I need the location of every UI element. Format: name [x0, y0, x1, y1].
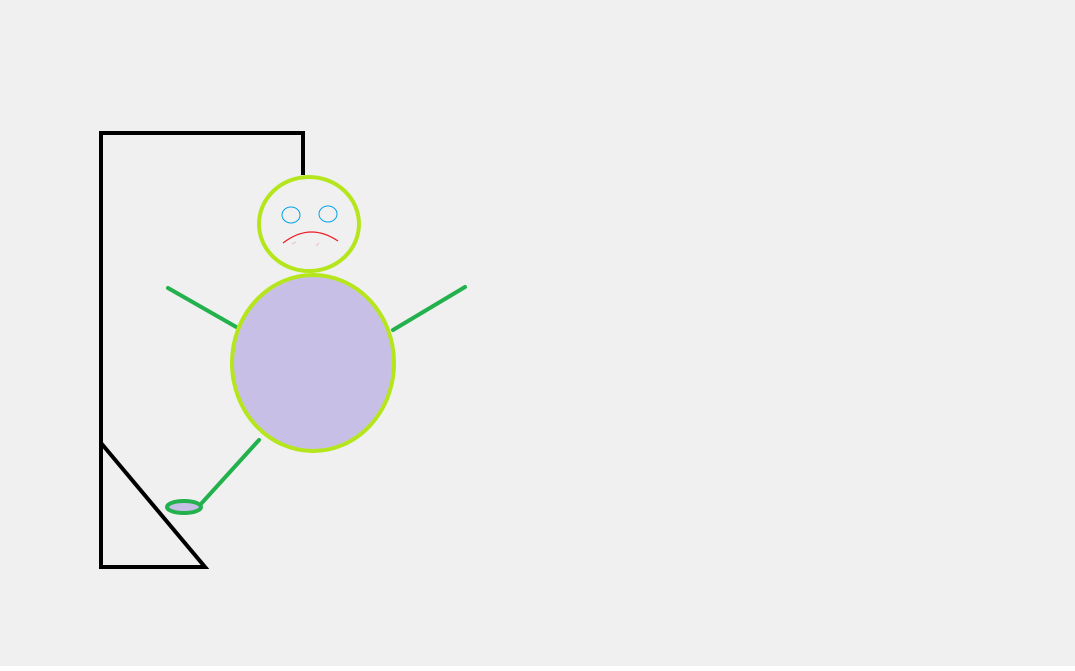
- left-leg: [198, 438, 261, 507]
- stick-figure-icon: [165, 175, 467, 515]
- left-foot: [165, 499, 203, 515]
- left-arm: [166, 286, 240, 330]
- gallows-frame: [99, 131, 305, 569]
- mouth-detail: [291, 241, 297, 245]
- gallows-icon: [99, 131, 305, 569]
- right-eye: [318, 205, 338, 223]
- body: [230, 273, 396, 453]
- left-eye: [281, 206, 301, 224]
- head: [257, 175, 361, 273]
- sad-mouth: [282, 231, 339, 244]
- right-arm: [391, 285, 467, 332]
- mouth-detail: [315, 242, 320, 247]
